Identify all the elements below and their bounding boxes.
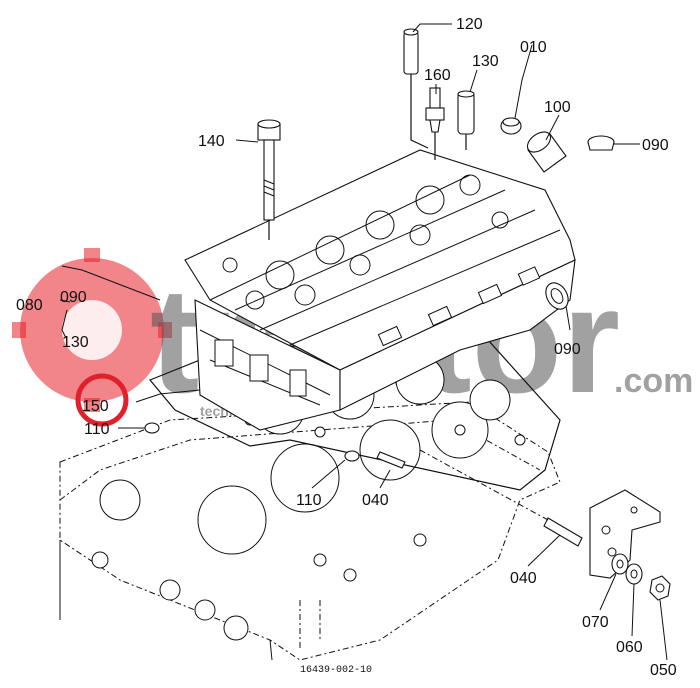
callout-090-right: 090 xyxy=(554,341,581,358)
callout-090-top: 090 xyxy=(642,137,669,154)
engine-block xyxy=(59,401,561,661)
callout-100: 100 xyxy=(544,99,571,116)
part-040-stud-right xyxy=(419,449,583,547)
part-050-nut xyxy=(649,575,671,601)
callout-120: 120 xyxy=(456,16,483,33)
part-110-plug-left xyxy=(144,422,160,434)
part-120-pin xyxy=(403,28,429,149)
callout-060: 060 xyxy=(616,639,643,656)
part-010-plug xyxy=(500,117,522,135)
part-160-nozzle xyxy=(425,87,445,160)
callout-050: 050 xyxy=(650,662,677,679)
part-070-washer xyxy=(611,553,629,575)
callouts: 120 010 160 130 100 140 090 080 090 130 … xyxy=(16,16,677,679)
callout-090-left: 090 xyxy=(60,289,87,306)
part-060-washer xyxy=(625,563,643,585)
callout-040-mid: 040 xyxy=(362,492,389,509)
callout-010: 010 xyxy=(520,39,547,56)
callout-130-left: 130 xyxy=(62,334,89,351)
part-110-plug-mid xyxy=(344,450,360,462)
part-090-ring xyxy=(545,282,569,310)
callout-040-right: 040 xyxy=(510,570,537,587)
callout-110-mid: 110 xyxy=(296,492,322,509)
watermark-suffix: .com xyxy=(614,362,693,400)
callout-130: 130 xyxy=(472,53,499,70)
cylinder-head xyxy=(184,149,576,431)
part-140-bolt xyxy=(257,119,281,240)
callout-150: 150 xyxy=(82,398,109,415)
callout-080: 080 xyxy=(16,297,43,314)
callout-070: 070 xyxy=(582,614,609,631)
part-100-plug xyxy=(526,131,567,173)
callout-140: 140 xyxy=(198,133,225,150)
callout-110-left: 110 xyxy=(84,421,110,438)
part-130-pin xyxy=(457,90,475,150)
leader-lines xyxy=(59,23,668,661)
callout-160: 160 xyxy=(424,67,451,84)
part-bracket xyxy=(589,489,661,579)
highlight-circle xyxy=(75,373,129,427)
figure-number: 16439-002-10 xyxy=(300,665,372,676)
part-090-cup xyxy=(587,135,615,151)
part-040-stud-mid xyxy=(376,451,406,469)
